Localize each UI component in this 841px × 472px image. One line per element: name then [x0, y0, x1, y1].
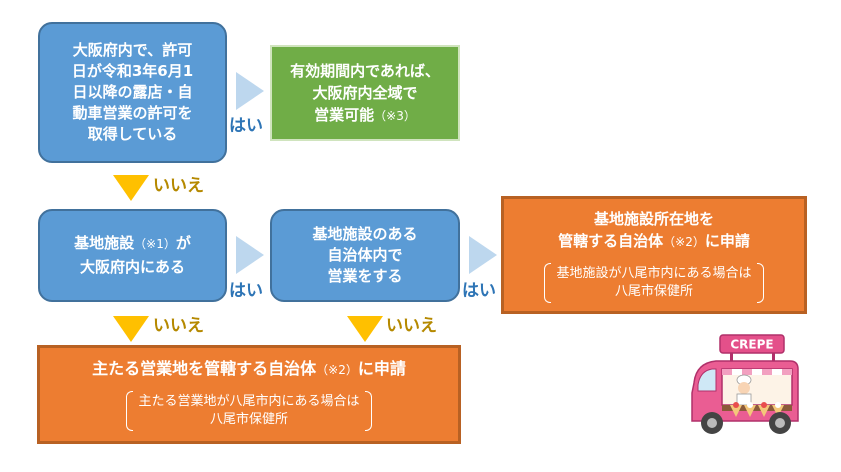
- r2-subnote: 基地施設が八尾市内にある場合は 八尾市保健所: [544, 262, 764, 303]
- arrow-right-q1: [236, 72, 264, 110]
- label-yes: はい: [462, 281, 496, 301]
- label-no: いいえ: [386, 316, 437, 336]
- result-apply-base-city: 基地施設所在地を 管轄する自治体（※2）に申請 基地施設が八尾市内にある場合は …: [501, 196, 807, 314]
- label-yes: はい: [229, 116, 263, 136]
- q1-line: 日以降の露店・自: [72, 83, 193, 101]
- question-operate-in-base-city: 基地施設のある 自治体内で 営業をする: [270, 209, 460, 302]
- note-1: （※1）: [134, 237, 176, 251]
- q2-line: 大阪府内にある: [79, 258, 185, 276]
- q3-line: 営業をする: [327, 267, 403, 285]
- r2-line: 管轄する自治体（※2）に申請: [558, 231, 750, 250]
- q3-line: 基地施設のある: [312, 225, 418, 243]
- crepe-truck-illustration: CREPE: [691, 334, 799, 434]
- label-no: いいえ: [153, 176, 204, 196]
- arrow-down-q2: [113, 316, 149, 342]
- arrow-down-q1: [113, 175, 149, 201]
- r1-line: 営業可能（※3）: [314, 105, 416, 124]
- q3-line: 自治体内で: [327, 246, 403, 264]
- q1-line: 取得している: [87, 125, 178, 143]
- label-no: いいえ: [153, 316, 204, 336]
- note-2: （※2）: [316, 363, 358, 377]
- r2-line: 基地施設所在地を: [593, 209, 714, 228]
- result-apply-main-area-city: 主たる営業地を管轄する自治体（※2）に申請 主たる営業地が八尾市内にある場合は …: [37, 345, 461, 444]
- arrow-down-q3: [347, 316, 383, 342]
- q1-line: 動車営業の許可を: [72, 104, 193, 122]
- r3-line: 主たる営業地を管轄する自治体（※2）に申請: [92, 359, 406, 378]
- question-base-in-osaka: 基地施設（※1）が 大阪府内にある: [38, 209, 227, 302]
- q1-line: 日が令和3年6月1: [71, 62, 194, 80]
- label-yes: はい: [229, 281, 263, 301]
- truck-sign-text: CREPE: [730, 338, 773, 352]
- note-2: （※2）: [663, 234, 705, 249]
- arrow-right-q2: [236, 236, 264, 274]
- note-3: （※3）: [374, 108, 416, 123]
- r3-subnote: 主たる営業地が八尾市内にある場合は 八尾市保健所: [126, 391, 372, 431]
- question-permit-date: 大阪府内で、許可 日が令和3年6月1 日以降の露店・自 動車営業の許可を 取得し…: [38, 22, 227, 163]
- q1-line: 大阪府内で、許可: [72, 41, 193, 59]
- arrow-right-q3: [469, 236, 497, 274]
- result-valid-statewide: 有効期間内であれば、 大阪府内全域で 営業可能（※3）: [270, 45, 460, 141]
- r1-line: 有効期間内であれば、: [290, 61, 440, 80]
- r1-line: 大阪府内全域で: [312, 83, 418, 102]
- q2-line: 基地施設（※1）が: [74, 234, 191, 252]
